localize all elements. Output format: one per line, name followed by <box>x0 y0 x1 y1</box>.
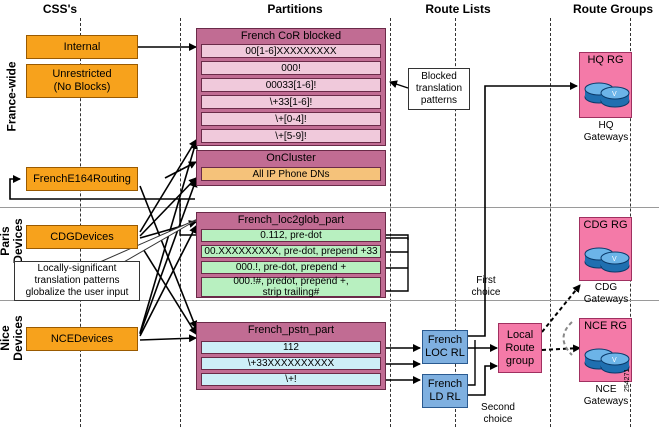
route-group-title: NCE RG <box>584 320 627 332</box>
partition-title: OnCluster <box>266 152 316 164</box>
route-group-nce: NCE RG V <box>579 318 632 382</box>
pattern-row: 0.112, pre-dot <box>201 229 381 242</box>
pattern-row: 000.!, pre-dot, prepend + <box>201 261 381 274</box>
svg-text:V: V <box>612 357 617 364</box>
router-icon: V <box>584 247 630 273</box>
pattern-row: \+33XXXXXXXXXX <box>201 357 381 370</box>
router-icon: V <box>584 82 630 108</box>
css-nce-devices: NCEDevices <box>26 327 138 351</box>
header-partitions: Partitions <box>267 2 323 16</box>
pattern-row: 112 <box>201 341 381 354</box>
separator-css <box>80 18 81 427</box>
svg-text:V: V <box>612 256 617 263</box>
route-group-hq: HQ RG V <box>579 52 632 118</box>
partition-french-pstn: French_pstn_part 112 \+33XXXXXXXXXX \+! <box>196 322 386 390</box>
pattern-row: \+! <box>201 373 381 386</box>
pattern-row: 00.XXXXXXXXX, pre-dot, prepend +33 <box>201 245 381 258</box>
partition-title: French_pstn_part <box>247 324 335 336</box>
separator-route-groups <box>550 18 551 427</box>
css-french-e164-routing: FrenchE164Routing <box>26 167 138 191</box>
header-css: CSS's <box>42 2 78 16</box>
css-unrestricted: Unrestricted(No Blocks) <box>26 64 138 98</box>
route-group-cdg: CDG RG V <box>579 217 632 281</box>
pattern-row: 000! <box>201 61 381 75</box>
figure-id: 254271 <box>624 368 631 392</box>
partition-title: French_loc2glob_part <box>237 214 345 226</box>
pattern-row: \+[0-4]! <box>201 112 381 126</box>
router-icon: V <box>584 348 630 374</box>
separator-partitions-right <box>390 18 391 427</box>
region-separator-france <box>0 207 659 208</box>
css-cdg-devices: CDGDevices <box>26 225 138 249</box>
pattern-row: 00033[1-6]! <box>201 78 381 92</box>
partition-title: French CoR blocked <box>240 30 342 42</box>
pattern-row: \+[5-9]! <box>201 129 381 143</box>
partition-french-loc2glob: French_loc2glob_part 0.112, pre-dot 00.X… <box>196 212 386 298</box>
partition-oncluster: OnCluster All IP Phone DNs <box>196 150 386 186</box>
partition-french-cor-blocked: French CoR blocked 00[1-6]XXXXXXXXX 000!… <box>196 28 386 146</box>
css-internal: Internal <box>26 35 138 59</box>
region-separator-paris <box>0 300 659 301</box>
route-group-title: HQ RG <box>587 54 624 66</box>
pattern-row: 00[1-6]XXXXXXXXX <box>201 44 381 58</box>
header-route-lists: Route Lists <box>425 2 491 16</box>
svg-text:V: V <box>612 91 617 98</box>
pattern-row: \+33[1-6]! <box>201 95 381 109</box>
route-group-title: CDG RG <box>583 219 628 231</box>
pattern-row: 000.!#, predot, prepend +,strip trailing… <box>201 276 381 298</box>
header-route-groups: Route Groups <box>573 2 653 16</box>
separator-route-lists <box>455 18 456 427</box>
pattern-row: All IP Phone DNs <box>201 167 381 181</box>
